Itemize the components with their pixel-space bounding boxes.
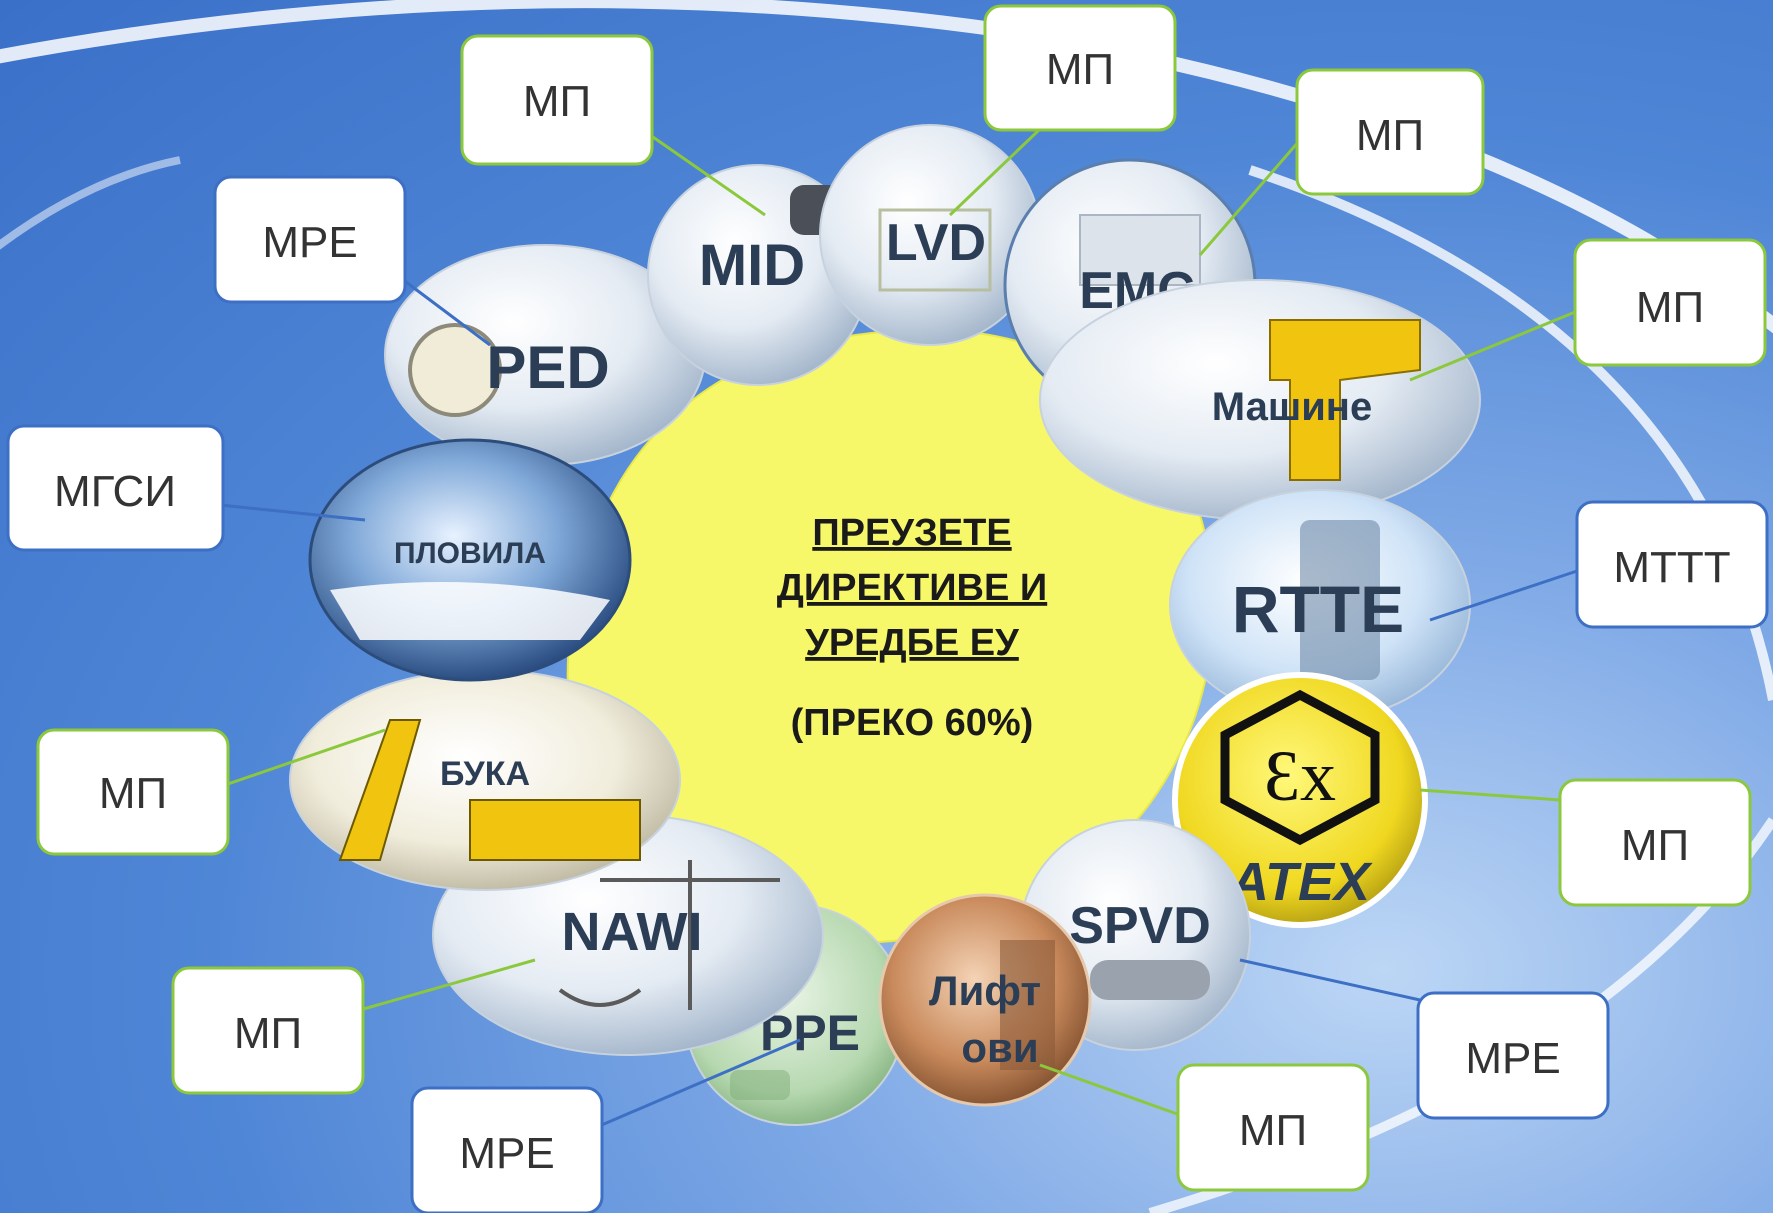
mobile-phone-image xyxy=(1300,520,1380,680)
bubble-elevators-label-line-2: ови xyxy=(961,1024,1038,1071)
callout-ppe-text: МРЕ xyxy=(459,1129,554,1178)
callout-machines-text: МП xyxy=(1636,283,1704,332)
bubble-machines: Машине xyxy=(1039,279,1481,521)
connector-ped xyxy=(389,268,491,347)
connector-nawi xyxy=(359,958,536,1012)
callout-emc-text: МП xyxy=(1356,111,1424,160)
bubble-mid-label: MID xyxy=(699,233,805,298)
boat-image xyxy=(330,582,610,640)
connector-machines xyxy=(1409,308,1581,382)
bubble-atex-label: ATEX xyxy=(1228,852,1373,912)
callout-lvd-text: МП xyxy=(1046,45,1114,94)
elevator-image xyxy=(1000,940,1055,1070)
bubble-nawi-label: NAWI xyxy=(562,902,703,962)
pressure-vessel-image xyxy=(1090,960,1210,1000)
excavator-image xyxy=(338,719,641,861)
center-subtitle: (ПРЕКО 60%) xyxy=(791,702,1034,744)
bubble-ped-label: PED xyxy=(486,334,609,401)
callout-atex: МП xyxy=(1558,778,1752,907)
bubble-ppe-label: PPE xyxy=(760,1005,860,1061)
bubble-noise: БУКА xyxy=(289,669,681,891)
power-drill-image xyxy=(1269,319,1421,481)
center-title-line-2: ДИРЕКТИВЕ И xyxy=(777,567,1047,609)
bubble-spvd-label: SPVD xyxy=(1069,897,1211,955)
callout-vessels-text: МГСИ xyxy=(54,467,176,516)
bubble-elevators: Лифт ови xyxy=(878,893,1092,1107)
connector-atex xyxy=(1419,788,1561,802)
background-swoosh-left xyxy=(0,156,181,250)
callout-emc: МП xyxy=(1295,68,1485,196)
callout-rtte: МТТТ xyxy=(1575,500,1769,629)
callout-noise: МП xyxy=(36,728,230,856)
callout-nawi: МП xyxy=(171,966,365,1095)
bubble-rtte-label: RTTE xyxy=(1232,572,1404,646)
callout-rtte-text: МТТТ xyxy=(1613,543,1730,592)
callout-ppe: МРЕ xyxy=(410,1086,604,1213)
connector-elevators xyxy=(1039,1063,1181,1117)
callout-ped: МРЕ xyxy=(213,175,407,304)
pressure-gauge-image xyxy=(408,323,502,417)
callout-noise-text: МП xyxy=(99,769,167,818)
callout-mid: МП xyxy=(460,34,654,166)
callout-boxes: МП МП МП МП МТТТ МП МРЕ МП xyxy=(6,4,1769,1213)
protective-gear-image xyxy=(730,1070,790,1100)
bubble-mid: MID xyxy=(647,164,869,386)
callout-machines: МП xyxy=(1573,238,1767,367)
bubble-vessels-label: ПЛОВИЛА xyxy=(394,537,546,570)
connector-spvd xyxy=(1239,958,1421,1002)
callout-mid-text: МП xyxy=(523,77,591,126)
callout-elevators-text: МП xyxy=(1239,1106,1307,1155)
callout-spvd: МРЕ xyxy=(1416,991,1610,1120)
bubble-ped: PED xyxy=(384,244,706,466)
center-title-line-3: УРЕДБЕ ЕУ xyxy=(805,622,1019,664)
callout-ped-text: МРЕ xyxy=(262,218,357,267)
connector-emc xyxy=(1198,139,1302,256)
connector-vessels xyxy=(219,503,366,522)
ex-explosion-symbol xyxy=(1220,689,1380,846)
connector-lines xyxy=(219,108,1581,1132)
callout-elevators: МП xyxy=(1176,1063,1370,1192)
connector-ppe xyxy=(589,1038,801,1132)
bubble-elevators-label-line-1: Лифт xyxy=(929,967,1041,1014)
callout-lvd: МП xyxy=(983,4,1177,132)
circuit-board-image xyxy=(1079,214,1201,286)
callout-vessels: МГСИ xyxy=(6,424,225,552)
bubble-noise-label: БУКА xyxy=(440,755,530,793)
electrical-panel-image xyxy=(878,208,992,292)
bubble-atex: Ɛx ATEX xyxy=(1172,672,1428,928)
callout-spvd-text: МРЕ xyxy=(1465,1034,1560,1083)
weighing-scale-image xyxy=(558,860,780,1010)
bubble-rtte: RTTE xyxy=(1169,489,1471,721)
ex-glyph: Ɛx xyxy=(1264,736,1336,816)
center-title-line-1: ПРЕУЗЕТЕ xyxy=(812,512,1011,554)
connector-noise xyxy=(224,728,386,787)
callout-atex-text: МП xyxy=(1621,821,1689,870)
connector-mid xyxy=(649,133,766,217)
center-title: ПРЕУЗЕТЕ ДИРЕКТИВЕ И УРЕДБЕ ЕУ (ПРЕКО 60… xyxy=(777,512,1047,744)
bubble-vessels: ПЛОВИЛА xyxy=(308,438,632,682)
bubble-lvd-label: LVD xyxy=(886,214,986,272)
connector-rtte xyxy=(1429,568,1581,622)
callout-nawi-text: МП xyxy=(234,1009,302,1058)
bubble-machines-label: Машине xyxy=(1212,385,1372,429)
